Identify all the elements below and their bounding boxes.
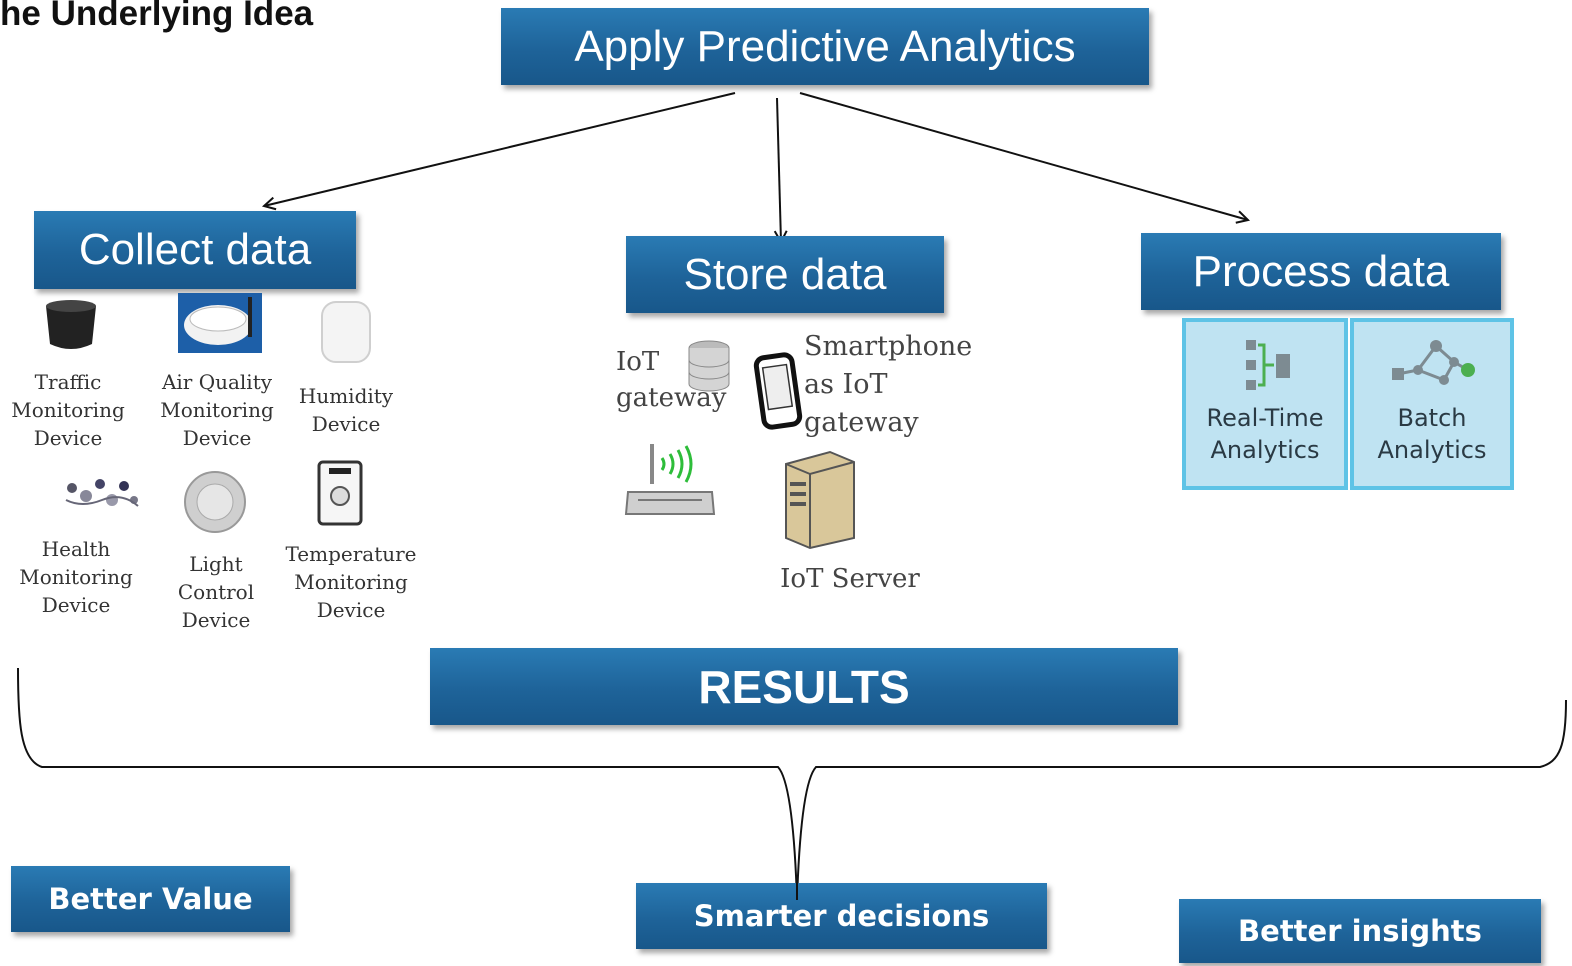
temperature-device-label: Temperature Monitoring Device: [285, 542, 417, 622]
router-wifi-icon: [624, 444, 716, 515]
results-label: RESULTS: [698, 660, 910, 713]
collect-data-box: Collect data: [34, 211, 356, 289]
process-data-label: Process data: [1192, 246, 1450, 296]
better-value-box: Better Value: [11, 866, 290, 932]
traffic-device-icon: [46, 300, 96, 349]
store-data-box: Store data: [626, 236, 944, 313]
smarter-decisions-box: Smarter decisions: [636, 883, 1047, 949]
arrow-to-process: [799, 92, 1248, 220]
store-data-label: Store data: [683, 249, 887, 299]
health-device-label: Health Monitoring Device: [19, 537, 133, 617]
better-value-label: Better Value: [48, 882, 253, 916]
apply-predictive-analytics-box: Apply Predictive Analytics: [501, 8, 1149, 85]
traffic-device-label: Traffic Monitoring Device: [11, 370, 125, 450]
light-control-device-label: Light Control Device: [177, 552, 255, 632]
collect-data-label: Collect data: [78, 225, 312, 274]
arrow-to-store: [777, 97, 781, 242]
batch-analytics-icon: [1392, 340, 1475, 385]
smarter-decisions-label: Smarter decisions: [693, 899, 990, 933]
real-time-analytics-icon: [1246, 340, 1290, 390]
real-time-analytics-tile: Real-Time Analytics: [1182, 318, 1348, 490]
real-time-analytics-label: Real-Time Analytics: [1206, 404, 1324, 464]
temperature-device-icon: [317, 460, 363, 526]
air-quality-device-icon: [178, 293, 262, 353]
server-icon: [785, 450, 855, 550]
humidity-device-icon: [321, 301, 371, 363]
process-data-box: Process data: [1141, 233, 1501, 310]
slide-title: he Underlying Idea: [0, 0, 314, 33]
better-insights-box: Better insights: [1179, 899, 1541, 963]
smartphone-gateway-label: Smartphone as IoT gateway: [804, 331, 973, 438]
humidity-device-label: Humidity Device: [298, 384, 394, 436]
health-device-icon: [65, 479, 139, 507]
batch-analytics-label: Batch Analytics: [1377, 404, 1487, 464]
database-icon: [688, 340, 730, 392]
apply-predictive-analytics-label: Apply Predictive Analytics: [574, 21, 1076, 71]
air-quality-device-label: Air Quality Monitoring Device: [160, 370, 274, 450]
batch-analytics-tile: Batch Analytics: [1350, 318, 1514, 490]
better-insights-label: Better insights: [1238, 914, 1482, 948]
results-box: RESULTS: [430, 648, 1178, 725]
light-control-device-icon: [184, 471, 246, 533]
smartphone-icon: [753, 352, 803, 430]
arrow-to-collect: [264, 92, 736, 206]
iot-server-label: IoT Server: [780, 564, 920, 594]
